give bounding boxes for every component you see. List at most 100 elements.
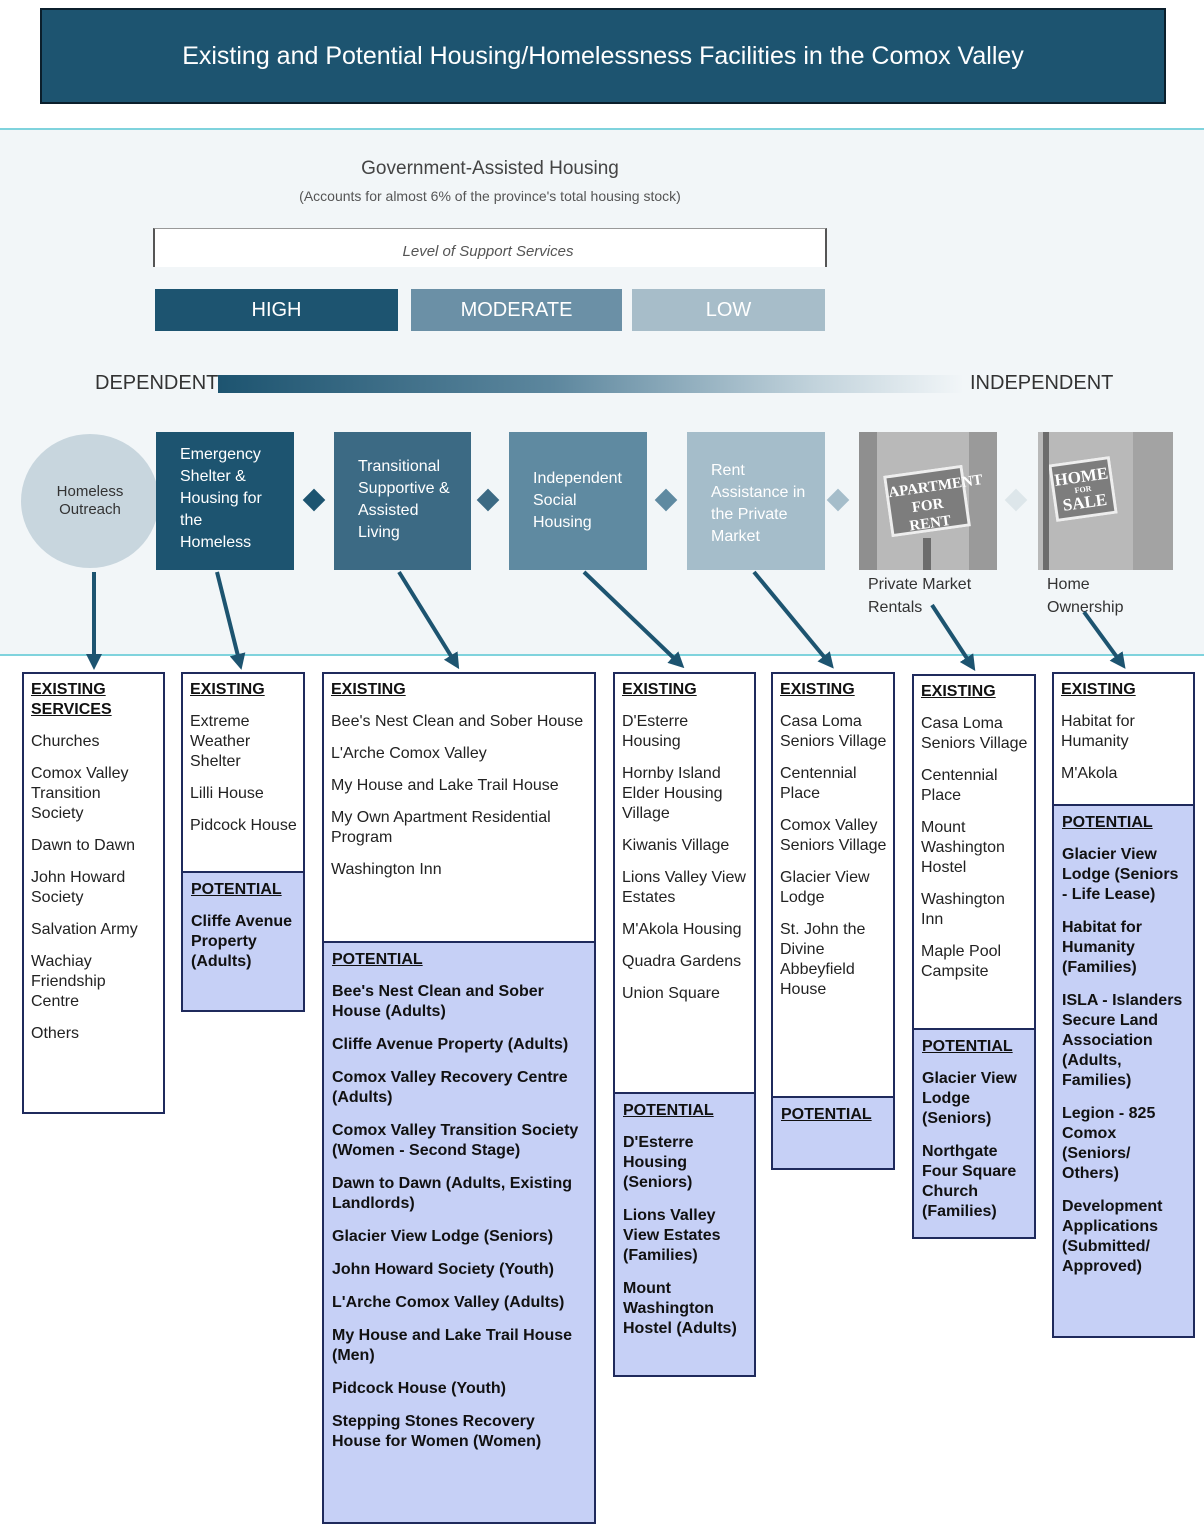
- potential-section: POTENTIAL Glacier View Lodge (Seniors - …: [1054, 804, 1193, 1336]
- existing-section: EXISTING Bee's Nest Clean and Sober Hous…: [324, 674, 594, 941]
- facility-item: Union Square: [622, 985, 720, 1002]
- facility-item: Mount Washington Hostel (Adults): [623, 1280, 737, 1337]
- facility-item: Glacier View Lodge (Seniors - Life Lease…: [1062, 846, 1179, 903]
- stage-transitional-living: Transitional Supportive & Assisted Livin…: [334, 432, 471, 570]
- stage-rent-assistance: Rent Assistance in the Private Market: [687, 432, 825, 570]
- stage-label: Home Ownership: [1047, 576, 1124, 616]
- facility-item: Cliffe Avenue Property (Adults): [332, 1036, 569, 1053]
- stage-homeless-outreach: Homeless Outreach: [21, 434, 159, 568]
- facility-item: Salvation Army: [31, 921, 138, 938]
- facilities-column-transitional: EXISTING Bee's Nest Clean and Sober Hous…: [322, 672, 596, 1524]
- facility-item: Lions Valley View Estates: [622, 869, 746, 906]
- level-low: LOW: [632, 289, 825, 331]
- facility-item: Northgate Four Square Church (Families): [922, 1143, 1017, 1220]
- potential-section: POTENTIAL Bee's Nest Clean and Sober Hou…: [324, 941, 594, 1522]
- facility-item: St. John the Divine Abbeyfield House: [780, 921, 866, 998]
- dependency-gradient-bar: [218, 375, 964, 393]
- potential-header: POTENTIAL: [922, 1038, 1013, 1055]
- potential-section: POTENTIAL Cliffe Avenue Property (Adults…: [183, 871, 303, 1010]
- facility-item: Glacier View Lodge (Seniors): [332, 1228, 554, 1245]
- facility-item: ISLA - Islanders Secure Land Association…: [1062, 992, 1183, 1089]
- facility-item: Habitat for Humanity: [1061, 713, 1135, 750]
- facility-item: Wachiay Friendship Centre: [31, 953, 106, 1010]
- gov-housing-subtitle: (Accounts for almost 6% of the province'…: [299, 188, 681, 204]
- facility-item: Glacier View Lodge: [780, 869, 870, 906]
- potential-header: POTENTIAL: [332, 951, 423, 968]
- stage-private-market-rentals: Private Market Rentals: [868, 573, 988, 619]
- facility-item: Casa Loma Seniors Village: [780, 713, 887, 750]
- facility-item: Pidcock House: [190, 817, 297, 834]
- facility-item: L'Arche Comox Valley (Adults): [332, 1294, 565, 1311]
- facility-item: Pidcock House (Youth): [332, 1380, 506, 1397]
- stage-label: Homeless Outreach: [56, 483, 124, 518]
- facility-item: Centennial Place: [921, 767, 998, 804]
- level-moderate: MODERATE: [411, 289, 622, 331]
- facility-item: Stepping Stones Recovery House for Women…: [332, 1413, 542, 1450]
- facility-item: Comox Valley Transition Society (Women -…: [332, 1122, 579, 1159]
- potential-list: Bee's Nest Clean and Sober House (Adults…: [332, 982, 588, 1452]
- title-text: Existing and Potential Housing/Homelessn…: [182, 41, 1024, 70]
- facility-item: Maple Pool Campsite: [921, 943, 1002, 980]
- facility-item: Dawn to Dawn (Adults, Existing Landlords…: [332, 1175, 573, 1212]
- facility-item: D'Esterre Housing (Seniors): [623, 1134, 694, 1191]
- existing-header: EXISTING: [622, 681, 697, 698]
- facility-item: Washington Inn: [921, 891, 1005, 928]
- level-high: HIGH: [155, 289, 398, 331]
- facility-item: Mount Washington Hostel: [921, 819, 1005, 876]
- potential-section: POTENTIAL Glacier View Lodge (Seniors) No…: [914, 1028, 1034, 1237]
- potential-header: POTENTIAL: [623, 1102, 714, 1119]
- facility-item: Comox Valley Transition Society: [31, 765, 129, 822]
- facility-item: Legion - 825 Comox (Seniors/ Others): [1062, 1105, 1156, 1182]
- gov-housing-title: Government-Assisted Housing: [361, 158, 619, 179]
- facility-item: John Howard Society: [31, 869, 126, 906]
- stage-emergency-shelter: Emergency Shelter & Housing for the Home…: [156, 432, 294, 570]
- support-services-bracket: [153, 228, 827, 267]
- existing-header: EXISTING: [190, 681, 265, 698]
- facility-item: Quadra Gardens: [622, 953, 742, 970]
- facility-item: Extreme Weather Shelter: [190, 713, 251, 770]
- facility-item: My House and Lake Trail House: [331, 777, 559, 794]
- page-title: Existing and Potential Housing/Homelessn…: [40, 8, 1166, 104]
- facility-item: Comox Valley Seniors Village: [780, 817, 887, 854]
- for-sale-sign-photo: HOME FOR SALE: [1038, 432, 1173, 570]
- existing-header: EXISTING: [1061, 681, 1136, 698]
- potential-list: Glacier View Lodge (Seniors - Life Lease…: [1062, 845, 1187, 1277]
- potential-section: POTENTIAL D'Esterre Housing (Seniors) Lio…: [615, 1092, 754, 1375]
- facility-item: Comox Valley Recovery Centre (Adults): [332, 1069, 568, 1106]
- stage-label: Rent Assistance in the Private Market: [711, 462, 806, 545]
- support-services-label: Level of Support Services: [402, 243, 574, 260]
- facility-item: Washington Inn: [331, 861, 442, 878]
- potential-list: Cliffe Avenue Property (Adults): [191, 912, 297, 972]
- existing-header: EXISTING: [331, 681, 406, 698]
- facility-item: My House and Lake Trail House (Men): [332, 1327, 573, 1364]
- facility-item: Bee's Nest Clean and Sober House: [331, 713, 584, 730]
- facility-item: M'Akola: [1061, 765, 1118, 782]
- facility-item: Kiwanis Village: [622, 837, 730, 854]
- facility-item: My Own Apartment Residential Program: [331, 809, 551, 846]
- facility-item: M'Akola Housing: [622, 921, 742, 938]
- facility-item: Churches: [31, 733, 100, 750]
- dependent-label: DEPENDENT: [95, 372, 219, 394]
- facility-item: Bee's Nest Clean and Sober House (Adults…: [332, 983, 544, 1020]
- facility-item: D'Esterre Housing: [622, 713, 689, 750]
- potential-list: Glacier View Lodge (Seniors) Northgate Fo…: [922, 1069, 1028, 1222]
- potential-header: POTENTIAL: [191, 881, 282, 898]
- facility-item: L'Arche Comox Valley: [331, 745, 487, 762]
- potential-section: POTENTIAL: [773, 1096, 893, 1168]
- stage-home-ownership: Home Ownership: [1047, 573, 1137, 619]
- existing-header: EXISTING: [780, 681, 855, 698]
- facility-item: Glacier View Lodge (Seniors): [922, 1070, 1017, 1127]
- facility-item: Lions Valley View Estates (Families): [623, 1207, 721, 1264]
- facility-item: Others: [31, 1025, 80, 1042]
- stage-label: Independent Social Housing: [533, 470, 622, 531]
